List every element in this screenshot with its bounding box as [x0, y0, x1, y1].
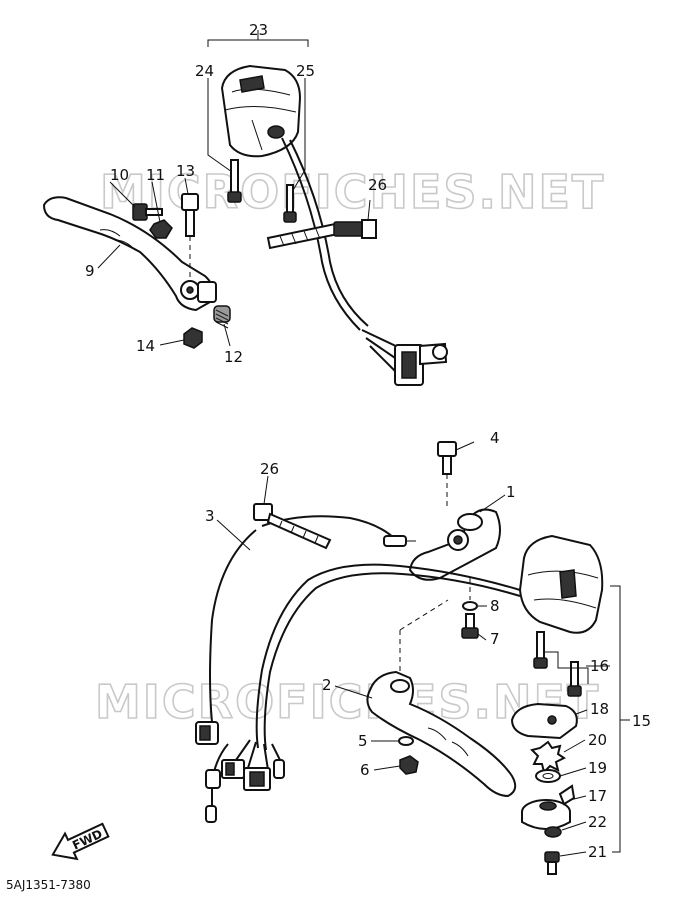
spring-12 — [213, 305, 231, 329]
part-code: 5AJ1351-7380 — [6, 878, 91, 892]
star-washer-20 — [530, 740, 566, 774]
part-5 — [398, 736, 414, 746]
callout-6: 6 — [360, 761, 370, 779]
pivot-bolt-13 — [181, 193, 199, 282]
upper-connector — [361, 329, 448, 386]
clutch-lever — [42, 196, 217, 312]
callout-5: 5 — [358, 732, 368, 750]
callout-8: 8 — [490, 597, 500, 615]
callout-7: 7 — [490, 630, 500, 648]
callout-13: 13 — [176, 162, 195, 180]
washer-19 — [535, 769, 561, 783]
callout-1: 1 — [506, 483, 516, 501]
right-switch-housing — [518, 534, 604, 634]
callout-9: 9 — [85, 262, 95, 280]
callout-4: 4 — [490, 429, 500, 447]
cable-band-lower — [253, 503, 332, 550]
washer-8 — [462, 578, 478, 611]
upper-assembly — [42, 30, 448, 386]
screw-24 — [227, 159, 242, 203]
callout-26-upper: 26 — [368, 176, 387, 194]
callout-16: 16 — [590, 657, 609, 675]
screw-21 — [544, 851, 560, 875]
fwd-arrow-icon: FWD — [51, 822, 110, 861]
left-switch-housing — [220, 64, 302, 158]
nut-11 — [149, 219, 173, 239]
upper-harness — [281, 137, 361, 331]
bracket-23 — [207, 39, 309, 47]
callout-22: 22 — [588, 813, 607, 831]
bolt-4 — [437, 441, 457, 510]
nut-6 — [399, 755, 419, 775]
bolt-10 — [132, 203, 163, 221]
callout-12: 12 — [224, 348, 243, 366]
brake-lever — [366, 599, 517, 798]
callout-17: 17 — [588, 787, 607, 805]
callout-15: 15 — [632, 712, 651, 730]
callout-21: 21 — [588, 843, 607, 861]
callout-11: 11 — [146, 166, 165, 184]
callout-25: 25 — [296, 62, 315, 80]
lower-connectors — [195, 721, 285, 823]
cable-band-upper — [266, 199, 377, 250]
cable-3 — [209, 529, 257, 723]
cable-adjuster — [383, 535, 416, 547]
washer-22 — [544, 826, 562, 838]
screws-16 — [533, 631, 589, 697]
leader-24 — [207, 78, 233, 173]
lower-assembly — [195, 441, 630, 875]
callout-2: 2 — [322, 676, 332, 694]
callout-10: 10 — [110, 166, 129, 184]
callout-19: 19 — [588, 759, 607, 777]
bolt-7 — [461, 613, 479, 639]
bracket-15 — [610, 585, 621, 853]
knob-17 — [521, 784, 576, 830]
lever-holder — [408, 508, 501, 581]
callout-3: 3 — [205, 507, 215, 525]
callout-14: 14 — [136, 337, 155, 355]
callout-18: 18 — [590, 700, 609, 718]
screw-25 — [283, 184, 297, 223]
callout-26-lower: 26 — [260, 460, 279, 478]
nut-14 — [183, 327, 203, 349]
callout-20: 20 — [588, 731, 607, 749]
switch-lower-18 — [510, 702, 578, 740]
leader-25 — [291, 78, 306, 193]
callout-23: 23 — [249, 21, 268, 39]
callout-24: 24 — [195, 62, 214, 80]
lower-harness — [255, 563, 521, 749]
